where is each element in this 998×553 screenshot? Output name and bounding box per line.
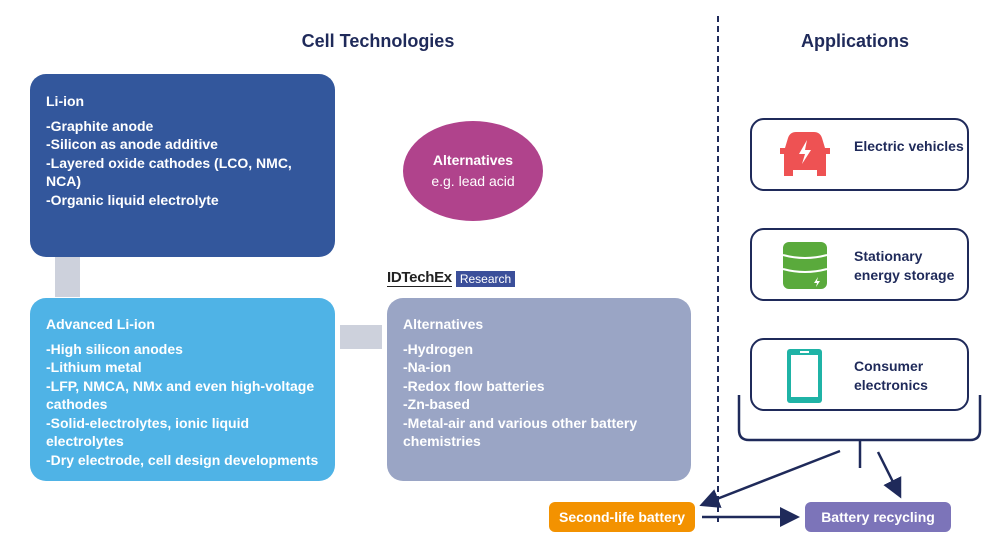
connector-horizontal (340, 325, 382, 349)
ellipse-subtitle: e.g. lead acid (431, 173, 515, 189)
battery-recycling-box: Battery recycling (805, 502, 951, 532)
application-consumer-electronics: Consumer electronics (750, 338, 969, 411)
list-item: -Silicon as anode additive (46, 136, 218, 152)
advanced-li-ion-box: Advanced Li-ion -High silicon anodes -Li… (30, 298, 335, 481)
li-ion-box: Li-ion -Graphite anode -Silicon as anode… (30, 74, 335, 257)
advanced-li-ion-title: Advanced Li-ion (46, 316, 155, 332)
list-item: -Solid-electrolytes, ionic liquid electr… (46, 414, 250, 450)
li-ion-title: Li-ion (46, 93, 85, 109)
second-life-battery-box: Second-life battery (549, 502, 695, 532)
list-item: -Dry electrode, cell design developments (46, 451, 319, 468)
list-item: -Zn-based (403, 396, 470, 412)
arrow-to-recycling (876, 451, 902, 499)
list-item: -Metal-air and various other battery che… (403, 414, 638, 450)
list-item: -Redox flow batteries (403, 377, 545, 394)
connector-vertical (55, 257, 80, 297)
cell-technologies-heading: Cell Technologies (301, 31, 455, 51)
list-item: -Na-ion (403, 359, 452, 375)
alternatives-title: Alternatives (403, 316, 484, 332)
alternatives-box: Alternatives -Hydrogen -Na-ion -Redox fl… (387, 298, 691, 481)
list-item: -Hydrogen (403, 340, 473, 357)
idtechex-logo: IDTechEx Research (387, 269, 516, 287)
application-stationary-storage: Stationary energy storage (750, 228, 969, 301)
divider-dashed (717, 16, 719, 522)
arrow-to-second-life (699, 449, 841, 508)
list-item: -LFP, NMCA, NMx and even high-voltage ca… (46, 377, 315, 413)
applications-heading: Applications (800, 31, 909, 51)
list-item: -Organic liquid electrolyte (46, 191, 219, 208)
ellipse-title: Alternatives (432, 152, 514, 168)
car-icon (780, 132, 830, 176)
app-label: Stationary energy storage (854, 248, 955, 283)
alternatives-ellipse: Alternatives e.g. lead acid (403, 121, 543, 221)
app-label: Consumer electronics (854, 358, 928, 393)
list-item: -Lithium metal (46, 359, 142, 375)
applications-bracket (737, 395, 982, 442)
list-item: -Layered oxide cathodes (LCO, NMC, NCA) (46, 154, 292, 190)
logo-brand: IDTechEx (387, 269, 452, 287)
logo-tag: Research (455, 270, 516, 287)
battery-storage-icon (782, 242, 828, 289)
list-item: -High silicon anodes (46, 340, 183, 357)
app-label: Electric vehicles (854, 138, 964, 154)
smartphone-icon (787, 349, 822, 403)
list-item: -Graphite anode (46, 117, 154, 134)
application-electric-vehicles: Electric vehicles (750, 118, 969, 191)
